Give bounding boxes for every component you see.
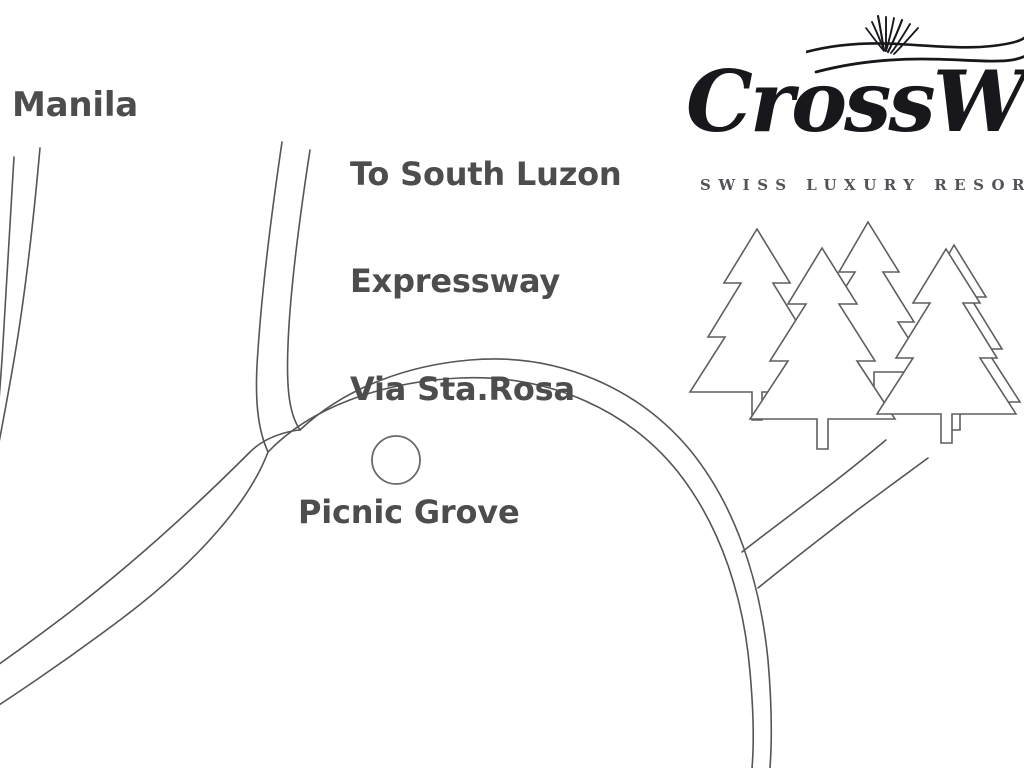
road-manila[interactable] xyxy=(0,147,41,560)
map-label-south-luzon: To South Luzon Expressway Via Sta.Rosa xyxy=(350,85,622,479)
picnic-grove-marker[interactable] xyxy=(371,435,421,485)
road-circular-loop[interactable] xyxy=(0,358,773,768)
pine-tree-cluster-icon xyxy=(688,220,1022,450)
map-label-south-luzon-line3: Via Sta.Rosa xyxy=(350,369,575,408)
map-label-south-luzon-line2: Expressway xyxy=(350,262,561,301)
road-resort-branch[interactable] xyxy=(741,439,929,589)
map-label-picnic-grove: Picnic Grove xyxy=(298,493,520,531)
map-label-south-luzon-line1: To South Luzon xyxy=(350,154,622,193)
road-south-luzon[interactable] xyxy=(255,141,311,453)
map-label-manila: Manila xyxy=(12,85,139,125)
